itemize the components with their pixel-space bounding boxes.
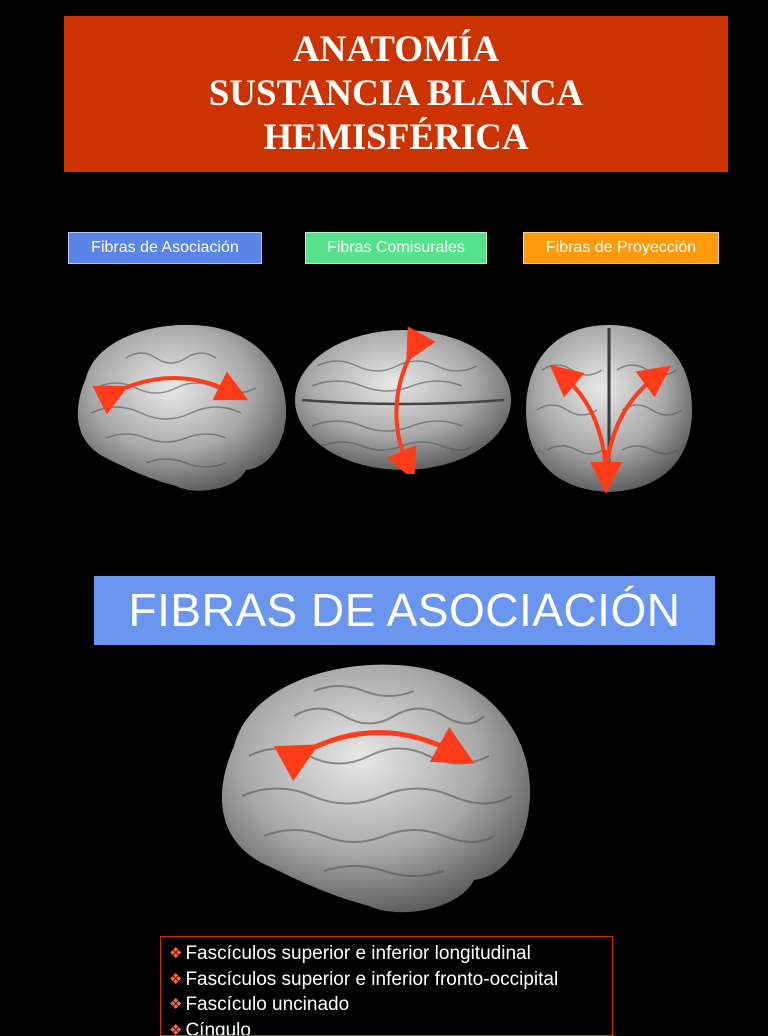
list-item: ❖ Fascículos superior e inferior longitu… xyxy=(169,941,612,967)
fasciculos-list: ❖ Fascículos superior e inferior longitu… xyxy=(160,936,613,1036)
brain-lateral-large-image xyxy=(204,656,536,924)
brain-superior-image xyxy=(292,326,514,474)
list-item-text: Fascículos superior e inferior fronto-oc… xyxy=(185,967,558,993)
tag-fibras-asociacion: Fibras de Asociación xyxy=(68,232,262,264)
title-line-1: ANATOMÍA xyxy=(293,28,499,72)
title-banner: ANATOMÍA SUSTANCIA BLANCA HEMISFÉRICA xyxy=(64,16,728,172)
tag-fibras-comisurales: Fibras Comisurales xyxy=(305,232,487,264)
section-title: FIBRAS DE ASOCIACIÓN xyxy=(94,576,715,645)
list-item-text: Fascículos superior e inferior longitudi… xyxy=(185,941,530,967)
diamond-bullet-icon: ❖ xyxy=(169,967,182,993)
list-item: ❖ Fascículo uncinado xyxy=(169,992,612,1018)
list-item-text: Fascículo uncinado xyxy=(185,992,349,1018)
diamond-bullet-icon: ❖ xyxy=(169,992,182,1018)
diamond-bullet-icon: ❖ xyxy=(169,1018,182,1036)
tag-fibras-proyeccion: Fibras de Proyección xyxy=(523,232,719,264)
diamond-bullet-icon: ❖ xyxy=(169,941,182,967)
list-item: ❖ Cíngulo xyxy=(169,1018,612,1036)
list-item-text: Cíngulo xyxy=(185,1018,251,1036)
list-item: ❖ Fascículos superior e inferior fronto-… xyxy=(169,967,612,993)
brain-coronal-image xyxy=(522,320,696,496)
title-line-3: HEMISFÉRICA xyxy=(263,116,528,160)
title-line-2: SUSTANCIA BLANCA xyxy=(209,72,584,116)
brain-lateral-image xyxy=(66,318,290,500)
